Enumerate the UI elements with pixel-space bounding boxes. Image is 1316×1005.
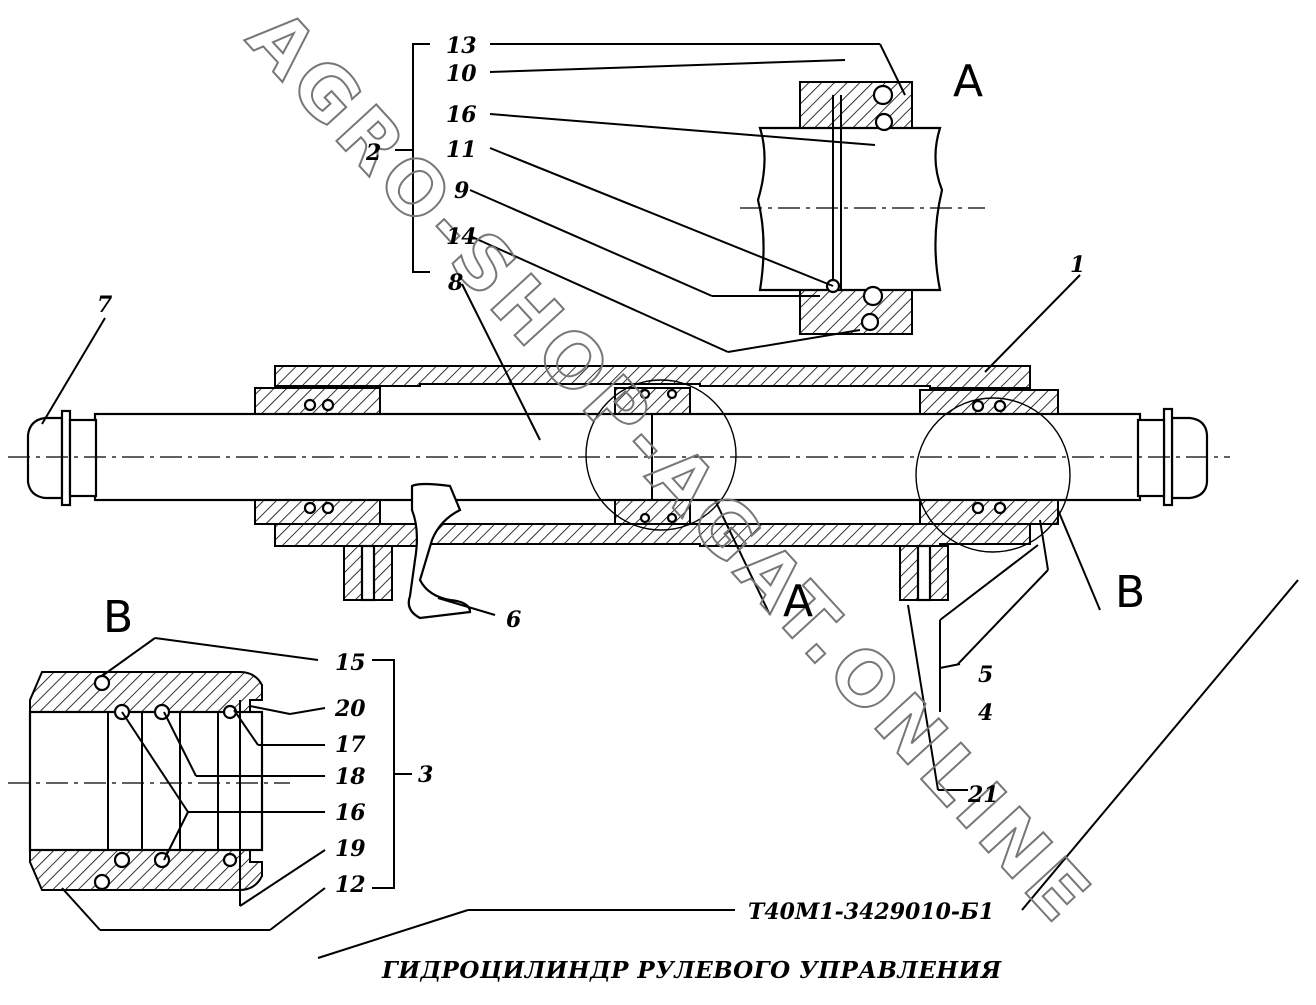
callout-6: 6	[506, 607, 521, 633]
detail-circle-a	[585, 379, 737, 531]
detail-a-label: A	[953, 56, 983, 107]
detail-a-ring-bottom	[862, 285, 884, 307]
detail-a-ring-top-2	[874, 112, 894, 132]
callout-21: 21	[967, 782, 999, 808]
drawing-title: ГИДРОЦИЛИНДР РУЛЕВОГО УПРАВЛЕНИЯ	[381, 957, 1002, 984]
right-port-bore	[916, 544, 932, 602]
right-gland-bottom	[919, 499, 1059, 525]
callouts: 13 10 16 11 2 9 14 8 1 7 6 5 4 21 15 20 …	[97, 33, 1085, 898]
callout-16-a: 16	[446, 102, 477, 128]
leader-lines	[41, 43, 1299, 959]
circle-a-label: A	[783, 576, 813, 627]
callout-7: 7	[97, 292, 113, 318]
callout-10: 10	[446, 61, 477, 87]
barrel-bottom-wall	[274, 523, 1031, 547]
left-collar	[68, 418, 98, 498]
detail-b-ring-16-bottom	[113, 851, 131, 869]
left-washer	[60, 409, 72, 507]
callout-19: 19	[335, 836, 366, 862]
callout-15: 15	[335, 650, 366, 676]
callout-20: 20	[334, 696, 366, 722]
callout-12: 12	[335, 872, 366, 898]
mounting-bracket	[407, 482, 472, 620]
callout-3: 3	[418, 762, 433, 788]
circle-b-label: B	[1115, 567, 1145, 618]
detail-b-label: B	[103, 592, 133, 643]
callout-2: 2	[365, 140, 381, 166]
callout-5: 5	[978, 662, 993, 688]
left-gland-bottom	[254, 499, 381, 525]
detail-a-shaft	[756, 126, 944, 292]
callout-13: 13	[446, 33, 477, 59]
callout-16-b: 16	[335, 800, 366, 826]
detail-a-ring-top	[872, 84, 894, 106]
left-gland-top	[254, 387, 381, 415]
callout-11: 11	[446, 137, 477, 163]
right-collar	[1136, 418, 1166, 498]
detail-a-ring-bottom-2	[860, 312, 880, 332]
left-port-bore	[360, 544, 376, 602]
detail-b-bottom-wall	[29, 849, 263, 891]
detail-a-upper-bush	[799, 81, 913, 129]
detail-b-view	[8, 671, 290, 891]
callout-9: 9	[454, 178, 469, 204]
right-end-nut	[1170, 416, 1209, 500]
callout-8: 8	[447, 270, 463, 296]
detail-b-bore	[28, 710, 264, 852]
callout-17: 17	[335, 732, 366, 758]
part-number: Т40М1-3429010-Б1	[748, 899, 994, 925]
detail-b-ring-15-bottom	[93, 873, 111, 891]
main-assembly	[8, 365, 1230, 620]
callout-18: 18	[335, 764, 366, 790]
left-end-nut	[26, 416, 64, 500]
detail-b-ring-15-top	[93, 674, 111, 692]
right-gland-top	[919, 389, 1059, 415]
callout-1: 1	[1070, 252, 1085, 278]
callout-14: 14	[446, 224, 477, 250]
detail-circle-b	[915, 397, 1071, 553]
barrel-top-wall	[274, 365, 1031, 389]
callout-4: 4	[978, 700, 993, 726]
detail-b-ring-17-bottom	[222, 852, 238, 868]
seal-rings	[303, 388, 1007, 524]
